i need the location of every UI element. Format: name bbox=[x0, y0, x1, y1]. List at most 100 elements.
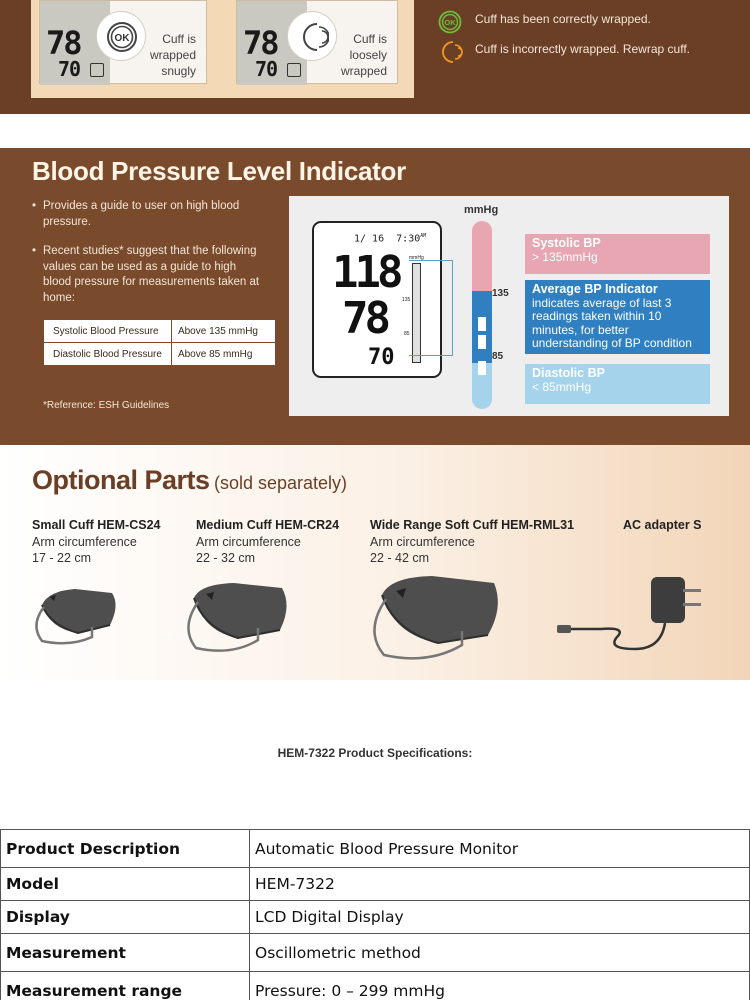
table-row: Product Description Automatic Blood Pres… bbox=[0, 829, 750, 868]
callout-text: indicates average of last 3 readings tak… bbox=[532, 295, 692, 350]
lcd-bar-unit: mmHg bbox=[409, 255, 424, 261]
cuff-example-snug: 78 70 OK Cuff is wrapped snugly bbox=[39, 0, 207, 85]
callout-text: < 85mmHg bbox=[532, 379, 592, 394]
specs-heading: HEM-7322 Product Specifications: bbox=[277, 746, 473, 760]
lcd-diastolic: 70 bbox=[58, 57, 81, 81]
lcd-systolic: 118 bbox=[332, 247, 404, 298]
table-row: Model HEM-7322 bbox=[0, 867, 750, 901]
small-cuff-image bbox=[35, 589, 116, 645]
bp-level-indicator-section: Blood Pressure Level Indicator Provides … bbox=[0, 148, 750, 445]
spec-label: Product Description bbox=[0, 829, 250, 868]
ac-adapter-image bbox=[557, 577, 701, 651]
lcd-systolic: 78 bbox=[243, 24, 280, 62]
spec-value: Automatic Blood Pressure Monitor bbox=[249, 829, 750, 868]
lcd-screen: 78 70 bbox=[237, 1, 307, 85]
spec-label: Measurement bbox=[0, 933, 250, 972]
table-row: Measurement range Pressure: 0 – 299 mmHg bbox=[0, 971, 750, 1000]
table-row: Systolic Blood Pressure Above 135 mmHg bbox=[43, 319, 276, 343]
rewrap-icon bbox=[438, 40, 464, 69]
scale-segment bbox=[478, 335, 486, 349]
table-row: Measurement Oscillometric method bbox=[0, 933, 750, 972]
part-desc: Arm circumference bbox=[196, 534, 301, 549]
lcd-pulse: 70 bbox=[368, 345, 395, 370]
part-name: Medium Cuff HEM-CR24 bbox=[196, 518, 340, 532]
spec-label: Model bbox=[0, 867, 250, 901]
list-item: Recent studies* suggest that the followi… bbox=[32, 244, 264, 306]
cuff-example-loose: 78 70 Cuff is loosely wrapped bbox=[236, 0, 398, 85]
part-range: 22 - 32 cm bbox=[196, 551, 256, 565]
part-desc: Arm circumference bbox=[370, 534, 475, 549]
legend-text: Cuff is incorrectly wrapped. Rewrap cuff… bbox=[475, 42, 690, 56]
bp-level-scale bbox=[472, 221, 492, 409]
scale-unit: mmHg bbox=[464, 204, 499, 216]
bp-indicator-diagram: 1/ 16 7:30AM 118 78 70 mmHg 135 85 mmHg … bbox=[289, 196, 729, 416]
list-item: Provides a guide to user on high blood p… bbox=[32, 199, 264, 230]
part-small-cuff: Small Cuff HEM-CS24 Arm circumference 17… bbox=[32, 517, 161, 567]
spec-value: Oscillometric method bbox=[249, 933, 750, 972]
specs-table: Product Description Automatic Blood Pres… bbox=[0, 829, 750, 1000]
lcd-cuff-mini-icon bbox=[90, 63, 104, 77]
title-sub: (sold separately) bbox=[213, 473, 348, 493]
callout-title: Systolic BP bbox=[532, 236, 601, 250]
spec-label: Measurement range bbox=[0, 971, 250, 1000]
cuff-status-text: Cuff is wrapped snugly bbox=[149, 32, 196, 78]
spec-value: Pressure: 0 – 299 mmHg bbox=[249, 971, 750, 1000]
cuff-status-text: Cuff is loosely wrapped bbox=[340, 32, 387, 78]
lcd-diastolic: 70 bbox=[255, 57, 278, 81]
table-cell-label: Diastolic Blood Pressure bbox=[43, 342, 172, 366]
diastolic-callout: Diastolic BP < 85mmHg bbox=[525, 364, 710, 404]
table-row: Display LCD Digital Display bbox=[0, 900, 750, 934]
scale-segment bbox=[478, 317, 486, 331]
legend-text: Cuff has been correctly wrapped. bbox=[475, 12, 651, 26]
part-name: AC adapter S bbox=[623, 518, 702, 532]
callout-text: > 135mmHg bbox=[532, 249, 598, 264]
part-range: 17 - 22 cm bbox=[32, 551, 92, 565]
lcd-diastolic: 78 bbox=[342, 293, 391, 344]
cuff-check-section: 78 70 OK Cuff is wrapped snugly 78 70 bbox=[0, 0, 750, 114]
systolic-callout: Systolic BP > 135mmHg bbox=[525, 234, 710, 274]
bp-threshold-table: Systolic Blood Pressure Above 135 mmHg D… bbox=[43, 319, 276, 366]
svg-text:OK: OK bbox=[115, 33, 131, 44]
lcd-level-bar bbox=[412, 263, 421, 363]
cuff-example-panel: 78 70 OK Cuff is wrapped snugly 78 70 bbox=[31, 0, 414, 98]
part-name: Small Cuff HEM-CS24 bbox=[32, 518, 161, 532]
rewrap-icon bbox=[287, 11, 337, 61]
zoom-bracket bbox=[409, 260, 453, 356]
lcd-bar-high: 135 bbox=[402, 297, 411, 303]
average-callout: Average BP Indicator indicates average o… bbox=[525, 280, 710, 354]
spec-value: LCD Digital Display bbox=[249, 900, 750, 934]
scale-segment bbox=[478, 361, 486, 375]
reference-note: *Reference: ESH Guidelines bbox=[43, 400, 170, 411]
table-cell-label: Systolic Blood Pressure bbox=[43, 319, 172, 343]
part-range: 22 - 42 cm bbox=[370, 551, 430, 565]
scale-label-low: 85 bbox=[492, 351, 504, 362]
part-desc: Arm circumference bbox=[32, 534, 137, 549]
part-name: Wide Range Soft Cuff HEM-RML31 bbox=[370, 518, 575, 532]
scale-systolic-zone bbox=[472, 221, 492, 291]
part-ac-adapter: AC adapter S bbox=[623, 517, 702, 534]
table-cell-value: Above 85 mmHg bbox=[170, 342, 276, 366]
lcd-datetime: 1/ 16 7:30AM bbox=[354, 233, 427, 245]
medium-cuff-image bbox=[187, 583, 287, 652]
table-cell-value: Above 135 mmHg bbox=[170, 319, 276, 343]
optional-parts-section: Optional Parts (sold separately) Small C… bbox=[0, 445, 750, 680]
section-title: Optional Parts (sold separately) bbox=[32, 465, 347, 496]
part-medium-cuff: Medium Cuff HEM-CR24 Arm circumference 2… bbox=[196, 517, 339, 567]
scale-diastolic-zone bbox=[472, 363, 492, 409]
scale-label-high: 135 bbox=[492, 288, 509, 299]
title-main: Optional Parts bbox=[32, 465, 210, 495]
lcd-bar-low: 85 bbox=[404, 331, 410, 337]
spec-label: Display bbox=[0, 900, 250, 934]
lcd-cuff-mini-icon bbox=[287, 63, 301, 77]
table-row: Diastolic Blood Pressure Above 85 mmHg bbox=[43, 342, 276, 366]
spec-value: HEM-7322 bbox=[249, 867, 750, 901]
ok-icon: OK bbox=[96, 11, 146, 61]
section-title: Blood Pressure Level Indicator bbox=[32, 156, 406, 186]
part-wide-cuff: Wide Range Soft Cuff HEM-RML31 Arm circu… bbox=[370, 517, 574, 567]
wide-cuff-image bbox=[373, 576, 498, 660]
monitor-lcd: 1/ 16 7:30AM 118 78 70 mmHg 135 85 bbox=[312, 221, 442, 378]
callout-title: Diastolic BP bbox=[532, 366, 605, 380]
callout-title: Average BP Indicator bbox=[532, 282, 658, 296]
svg-text:OK: OK bbox=[444, 18, 456, 27]
ok-icon: OK bbox=[438, 10, 464, 39]
